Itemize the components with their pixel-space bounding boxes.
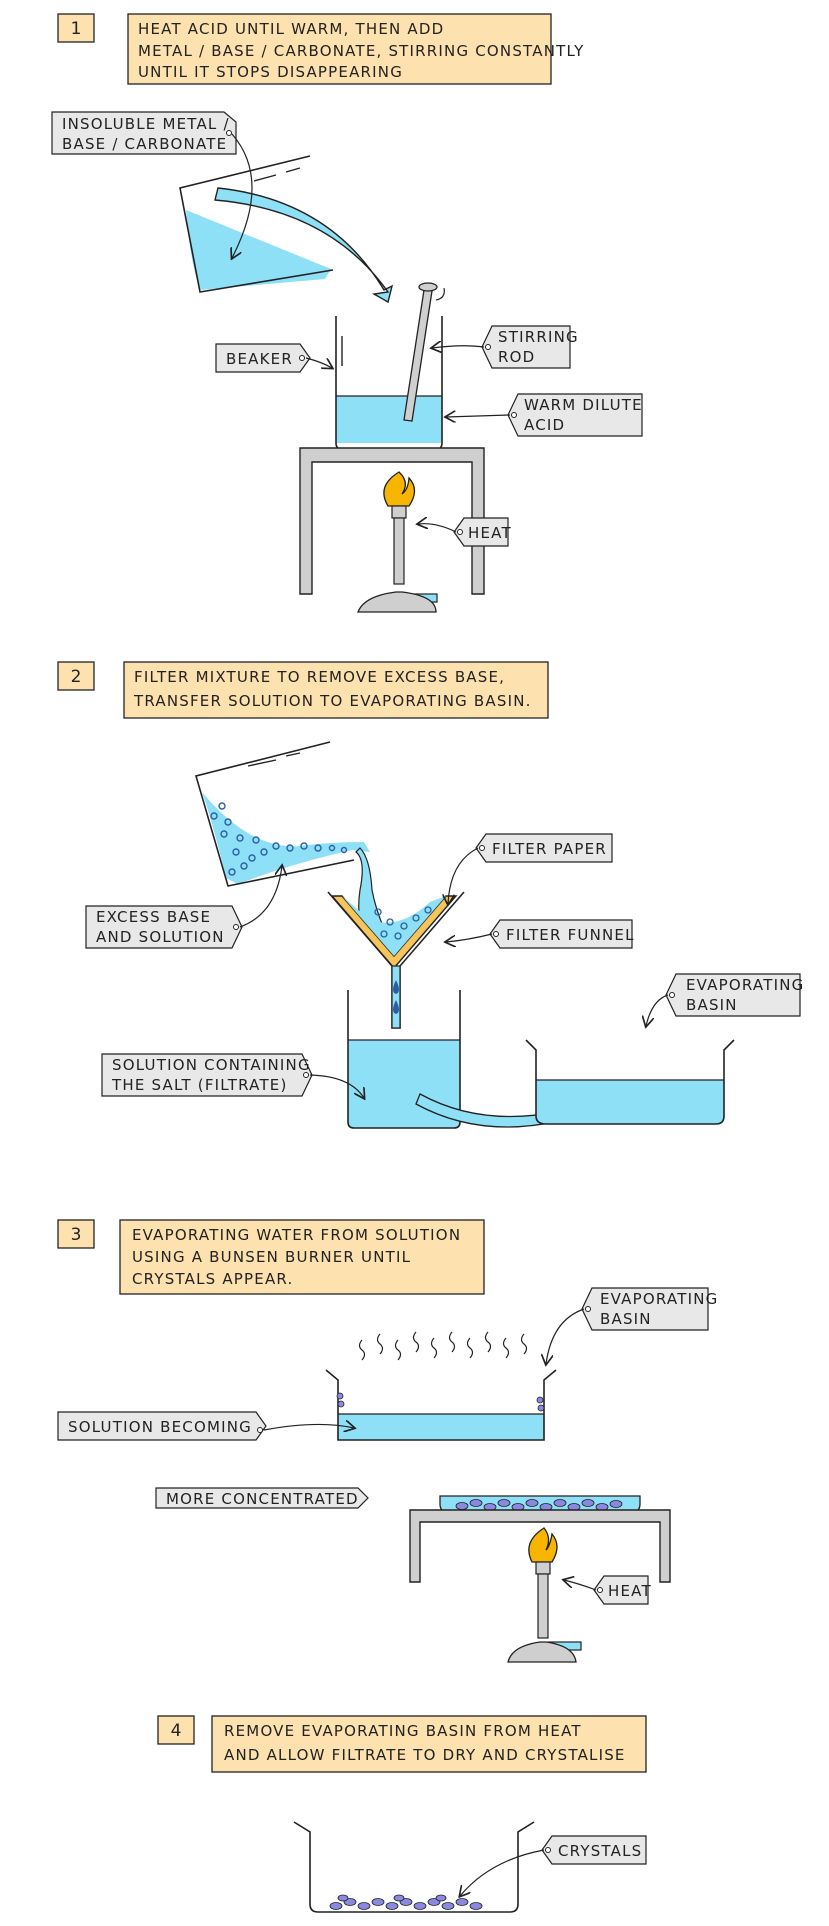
tag-evaporating-basin: EVAPORATING BASIN	[546, 1287, 718, 1364]
tag-solution-becoming: SOLUTION BECOMING	[57, 1411, 354, 1441]
label-excess-base: AND SOLUTION	[96, 928, 225, 946]
tag-excess-base: EXCESS BASE AND SOLUTION	[85, 866, 282, 949]
step-3: 3 EVAPORATING WATER FROM SOLUTION USING …	[57, 1219, 718, 1663]
tripod	[299, 447, 485, 595]
tag-insoluble: INSOLUBLE METAL / BASE / CARBONATE	[51, 111, 253, 258]
label-stirring-rod: ROD	[498, 348, 535, 366]
tag-heat: HEAT	[418, 518, 512, 547]
tag-crystals: CRYSTALS	[460, 1835, 647, 1896]
label-warm-acid: WARM DILUTE	[524, 396, 643, 414]
step-instruction-line: USING A BUNSEN BURNER UNTIL	[132, 1248, 411, 1266]
evaporating-basin	[525, 1039, 735, 1125]
crystals	[455, 1499, 623, 1511]
step-4: 4 REMOVE EVAPORATING BASIN FROM HEAT AND…	[157, 1715, 647, 1913]
crystals	[329, 1894, 483, 1910]
step-instruction-box	[127, 13, 552, 85]
label-insoluble: BASE / CARBONATE	[62, 135, 227, 153]
step-instruction-line: HEAT ACID UNTIL WARM, THEN ADD	[138, 20, 444, 38]
step-instruction-line: CRYSTALS APPEAR.	[132, 1270, 293, 1288]
tag-evaporating-basin: EVAPORATING BASIN	[646, 973, 804, 1026]
basin-with-crystals	[439, 1495, 641, 1513]
label-filtrate: THE SALT (FILTRATE)	[111, 1076, 288, 1094]
bunsen-burner	[357, 471, 438, 613]
tilted-container	[179, 155, 334, 293]
tag-warm-acid: WARM DILUTE ACID	[446, 393, 643, 437]
step-instruction-line: EVAPORATING WATER FROM SOLUTION	[132, 1226, 461, 1244]
tag-beaker: BEAKER	[215, 343, 332, 373]
evaporating-basin	[325, 1369, 557, 1441]
label-filter-funnel: FILTER FUNNEL	[506, 926, 635, 944]
pour-arrow	[214, 187, 394, 304]
label-excess-base: EXCESS BASE	[96, 908, 211, 926]
label-beaker: BEAKER	[226, 350, 293, 368]
step-number-box	[57, 661, 95, 691]
stirring-rod	[403, 282, 445, 422]
tag-filtrate: SOLUTION CONTAINING THE SALT (FILTRATE)	[101, 1053, 364, 1098]
step-number: 1	[71, 19, 82, 39]
step-number-box	[157, 1715, 195, 1745]
step-instruction-line: AND ALLOW FILTRATE TO DRY AND CRYSTALISE	[224, 1746, 626, 1764]
beaker	[335, 316, 443, 451]
tag-more-concentrated: MORE CONCENTRATED	[155, 1487, 369, 1509]
step-instruction-box	[123, 661, 549, 719]
flame-icon	[383, 471, 416, 507]
step-number: 3	[71, 1225, 82, 1245]
step-number: 4	[171, 1721, 182, 1741]
label-filtrate: SOLUTION CONTAINING	[112, 1056, 311, 1074]
step-instruction-line: METAL / BASE / CARBONATE, STIRRING CONST…	[138, 42, 584, 60]
step-instruction-line: TRANSFER SOLUTION TO EVAPORATING BASIN.	[133, 692, 532, 710]
label-crystals: CRYSTALS	[558, 1842, 642, 1860]
step-number-box	[57, 13, 95, 43]
step-instruction-line: REMOVE EVAPORATING BASIN FROM HEAT	[224, 1722, 582, 1740]
step-1: 1 HEAT ACID UNTIL WARM, THEN ADD METAL /…	[51, 13, 643, 613]
label-insoluble: INSOLUBLE METAL /	[62, 115, 230, 133]
label-evaporating-basin: EVAPORATING	[686, 976, 804, 994]
steam-icon	[358, 1331, 528, 1361]
label-heat: HEAT	[608, 1582, 652, 1600]
tag-stirring-rod: STIRRING ROD	[432, 325, 579, 369]
label-filter-paper: FILTER PAPER	[492, 840, 607, 858]
step-number: 2	[71, 667, 82, 687]
label-evaporating-basin: BASIN	[600, 1310, 652, 1328]
label-solution-becoming: SOLUTION BECOMING	[68, 1418, 252, 1436]
step-instruction-line: FILTER MIXTURE TO REMOVE EXCESS BASE,	[134, 668, 505, 686]
tripod	[409, 1509, 671, 1583]
solid-particles	[210, 802, 348, 876]
step-2: 2 FILTER MIXTURE TO REMOVE EXCESS BASE, …	[57, 661, 804, 1129]
tag-filter-funnel: FILTER FUNNEL	[446, 919, 635, 949]
flame-icon	[528, 1527, 558, 1563]
label-evaporating-basin: EVAPORATING	[600, 1290, 718, 1308]
label-warm-acid: ACID	[524, 416, 565, 434]
step-instruction-line: UNTIL IT STOPS DISAPPEARING	[138, 63, 403, 81]
label-evaporating-basin: BASIN	[686, 996, 738, 1014]
label-stirring-rod: STIRRING	[498, 328, 579, 346]
label-heat: HEAT	[468, 524, 512, 542]
label-more-concentrated: MORE CONCENTRATED	[166, 1490, 359, 1508]
step-number-box	[57, 1219, 95, 1249]
tag-heat: HEAT	[564, 1575, 652, 1605]
step-instruction-box	[211, 1715, 647, 1773]
bunsen-burner	[507, 1527, 582, 1663]
step-instruction-box	[119, 1219, 485, 1295]
basin-with-crystals	[293, 1821, 535, 1913]
tag-filter-paper: FILTER PAPER	[448, 833, 613, 904]
